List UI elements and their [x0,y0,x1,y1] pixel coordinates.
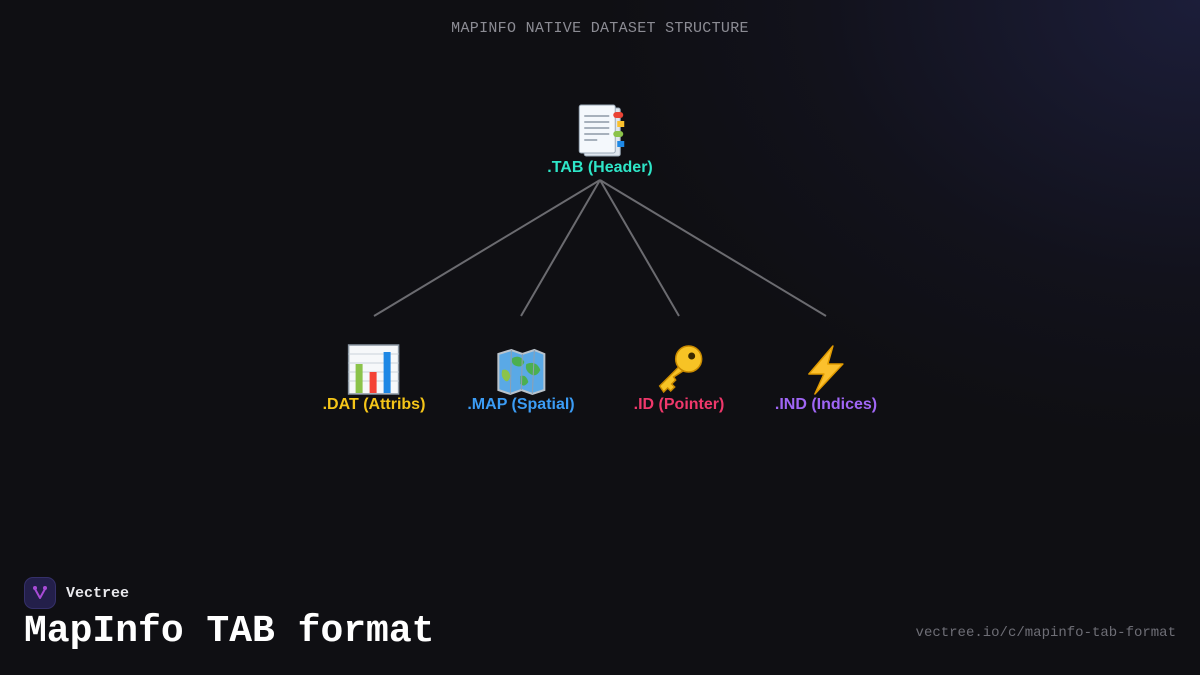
connector-id [599,179,680,317]
node-dat-attribs: .DAT (Attribs) [322,344,426,414]
node-label-map: .MAP (Spatial) [467,396,575,413]
world-map-icon [497,348,545,396]
node-label-dat: .DAT (Attribs) [322,396,426,413]
connector-ind [599,179,827,317]
brand: Vectree [24,577,129,609]
key-icon [659,345,703,394]
bookmark-tabs-icon [578,104,624,157]
page-url: vectree.io/c/mapinfo-tab-format [915,625,1176,641]
brand-name: Vectree [66,584,130,602]
node-map-spatial: .MAP (Spatial) [467,348,575,414]
node-id-pointer: .ID (Pointer) [633,344,725,414]
node-label-tab: .TAB (Header) [547,159,653,176]
node-label-ind: .IND (Indices) [774,396,878,413]
page-title: MapInfo TAB format [24,610,435,653]
bar-chart-icon [348,344,400,395]
diagram-title: MAPINFO NATIVE DATASET STRUCTURE [451,20,749,37]
vectree-logo-icon [24,577,56,609]
connector-map [520,179,601,317]
lightning-icon [808,345,844,395]
node-tab-header: .TAB (Header) [547,103,653,177]
node-label-id: .ID (Pointer) [633,396,725,413]
node-ind-indices: .IND (Indices) [775,344,877,414]
connector-dat [373,179,601,317]
